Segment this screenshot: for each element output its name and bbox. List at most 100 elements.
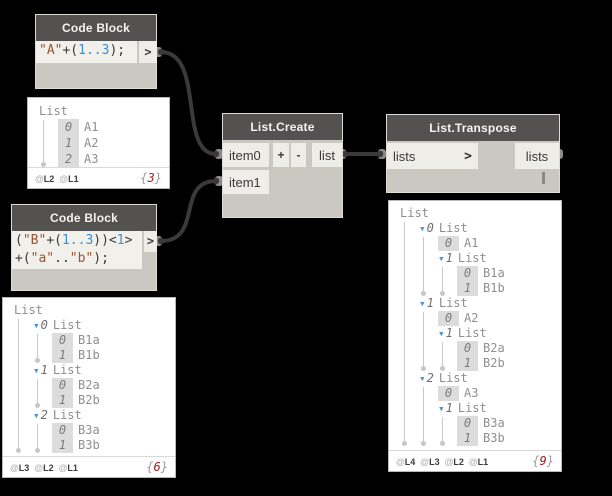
add-input-button[interactable]: + [273,143,289,167]
collapse-icon[interactable]: ▾ [438,327,445,340]
list-index: 2 [40,408,48,422]
item-count: {3} [140,171,162,185]
collapse-icon[interactable]: ▾ [438,252,445,265]
item-value: B3a [483,416,505,430]
node-title[interactable]: Code Block [12,205,156,231]
wire-codeblock1-to-item0[interactable] [159,50,218,156]
index-badge: 0 [457,266,478,281]
index-badge: 0 [52,333,73,348]
item-value: B1a [78,333,100,347]
collapse-icon[interactable]: ▾ [419,297,426,310]
item-value: A1 [464,236,479,250]
level-tag[interactable]: @L2 [444,457,464,467]
collapse-icon[interactable]: ▾ [33,409,40,422]
level-tag[interactable]: @L3 [10,463,30,473]
node-list-create[interactable]: List.Create item0 + - list item1 [222,113,343,218]
item-value: B1b [78,348,100,362]
item-value: B2a [483,341,505,355]
use-levels-chevron-icon[interactable]: > [464,148,472,164]
output-port[interactable]: > [144,231,157,252]
index-badge: 1 [52,348,73,363]
code-token: +( [15,251,31,266]
list-index: 1 [445,326,453,340]
index-badge: 0 [457,416,478,431]
level-tag[interactable]: @L1 [58,463,78,473]
list-label: List [457,326,487,340]
list-index: 0 [426,221,434,235]
index-badge: 1 [52,393,73,408]
node-title[interactable]: List.Create [223,114,342,140]
item-count: {6} [146,460,168,474]
code-token: "A" [39,43,63,58]
level-tag[interactable]: @L2 [35,174,55,184]
lacing-icon[interactable] [542,172,545,184]
levels: @L4 @L3 @L2 @L1 [396,452,493,470]
node-title[interactable]: List.Transpose [387,115,559,141]
collapse-icon[interactable]: ▾ [33,364,40,377]
index-badge: 1 [457,281,478,296]
code-token: ( [15,233,23,248]
code-token: > [124,233,133,248]
wire-codeblock2-to-item1[interactable] [159,179,218,243]
code-token: ); [93,251,109,266]
code-input[interactable]: "A"+(1..3); [36,41,137,63]
level-tag[interactable]: @L4 [396,457,416,467]
preview-footer: @L4@L3@L2@L1 {9} [389,450,561,471]
code-input[interactable]: ("B"+(1..3))<1>+("a".."b"); [12,231,142,269]
output-port-list[interactable]: list [312,143,342,167]
level-tag[interactable]: @L1 [468,457,489,467]
node-code-block-1[interactable]: Code Block "A"+(1..3); > [35,14,157,89]
index-badge: 1 [457,356,478,371]
item-value: B3b [483,431,505,445]
input-port-item0[interactable]: item0 [223,143,269,167]
collapse-icon[interactable]: ▾ [419,222,426,235]
item-value: B3b [78,438,100,452]
list-item: 0 B3a [457,416,559,431]
list-label: List [438,371,468,385]
index-badge: 0 [52,378,73,393]
list-item: 0 A1 [438,236,559,251]
index-badge: 0 [438,236,459,251]
list-header: List [14,303,173,318]
list-index: 1 [40,363,48,377]
code-token: +( [62,43,79,58]
input-port-item1[interactable]: item1 [223,170,269,194]
level-tag[interactable]: @L3 [420,457,440,467]
collapse-icon[interactable]: ▾ [33,319,40,332]
code-token: "b" [69,251,94,266]
list-label: List [400,206,429,220]
remove-input-button[interactable]: - [291,143,306,167]
list-label: List [52,318,82,332]
node-code-block-2[interactable]: Code Block ("B"+(1..3))<1>+("a".."b"); > [11,204,157,291]
output-port-lists[interactable]: lists [515,143,559,169]
list-item: 0 B1a [457,266,559,281]
collapse-icon[interactable]: ▾ [419,372,426,385]
node-title[interactable]: Code Block [36,15,156,41]
item-value: B1a [483,266,505,280]
collapse-icon[interactable]: ▾ [438,402,445,415]
input-port-lists[interactable]: lists > [387,143,478,169]
output-port[interactable]: > [139,41,157,63]
list-label: List [39,104,68,118]
node-list-transpose[interactable]: List.Transpose lists > lists [386,114,560,193]
levels: @L2 @L1 [35,169,84,187]
level-tag[interactable]: @L2 [34,463,54,473]
level-tag[interactable]: @L1 [59,174,79,184]
